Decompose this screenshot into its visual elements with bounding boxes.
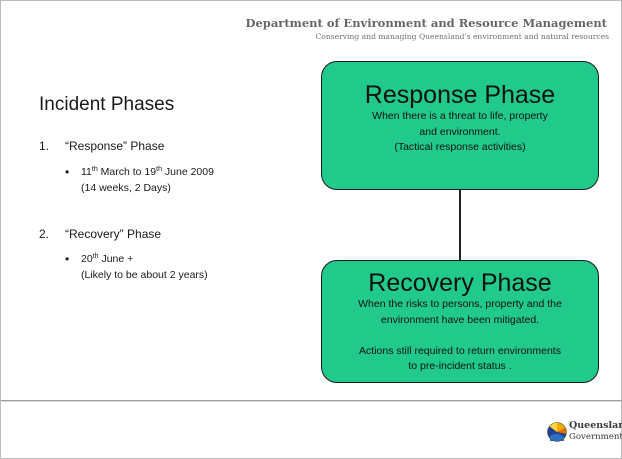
incident-phases-heading: Incident Phases bbox=[39, 94, 175, 115]
bullet-icon: • bbox=[65, 165, 70, 179]
response-dates-text: 11th March to 19th June 2009 bbox=[81, 166, 214, 178]
recovery-phase-line: to pre-incident status . bbox=[408, 360, 512, 372]
logo-line-2: Government bbox=[569, 431, 622, 442]
response-duration-text: (14 weeks, 2 Days) bbox=[81, 182, 171, 194]
logo-line-1: Queensland bbox=[569, 420, 622, 431]
phase-connector-line bbox=[459, 189, 461, 262]
phase-item-label: “Response” Phase bbox=[65, 139, 165, 153]
response-phase-line: When there is a threat to life, property bbox=[372, 110, 548, 122]
recovery-phase-title: Recovery Phase bbox=[368, 269, 552, 297]
recovery-dates-bullet: • 20th June + (Likely to be about 2 year… bbox=[65, 251, 285, 283]
response-dates-bullet: • 11th March to 19th June 2009 (14 weeks… bbox=[65, 164, 285, 196]
phase-item-recovery: 2. “Recovery” Phase bbox=[39, 227, 161, 241]
recovery-phase-box: Recovery Phase When the risks to persons… bbox=[321, 260, 599, 383]
recovery-phase-line: When the risks to persons, property and … bbox=[358, 298, 562, 310]
recovery-phase-line: Actions still required to return environ… bbox=[359, 344, 561, 357]
recovery-phase-line: environment have been mitigated. bbox=[380, 313, 540, 326]
response-phase-title: Response Phase bbox=[364, 81, 556, 109]
recovery-dates-text: 20th June + bbox=[81, 253, 134, 265]
phase-item-response: 1. “Response” Phase bbox=[39, 139, 164, 153]
response-phase-line: (Tactical response activities) bbox=[394, 141, 526, 153]
response-phase-line: and environment. bbox=[419, 125, 501, 138]
department-tagline: Conserving and managing Queensland's env… bbox=[315, 32, 609, 41]
logo-wordmark: Queensland Government bbox=[569, 420, 622, 442]
phase-item-number: 1. bbox=[39, 139, 50, 153]
recovery-phase-spacer bbox=[322, 328, 598, 344]
recovery-duration-text: (Likely to be about 2 years) bbox=[81, 269, 208, 281]
footer-divider bbox=[1, 400, 621, 401]
bullet-icon: • bbox=[65, 252, 70, 266]
queensland-crest-icon bbox=[547, 422, 567, 442]
department-title: Department of Environment and Resource M… bbox=[245, 16, 608, 30]
phase-item-number: 2. bbox=[39, 227, 50, 241]
phase-item-label: “Recovery” Phase bbox=[65, 227, 162, 241]
response-phase-box: Response Phase When there is a threat to… bbox=[321, 61, 599, 190]
queensland-government-logo: Queensland Government bbox=[547, 420, 622, 446]
